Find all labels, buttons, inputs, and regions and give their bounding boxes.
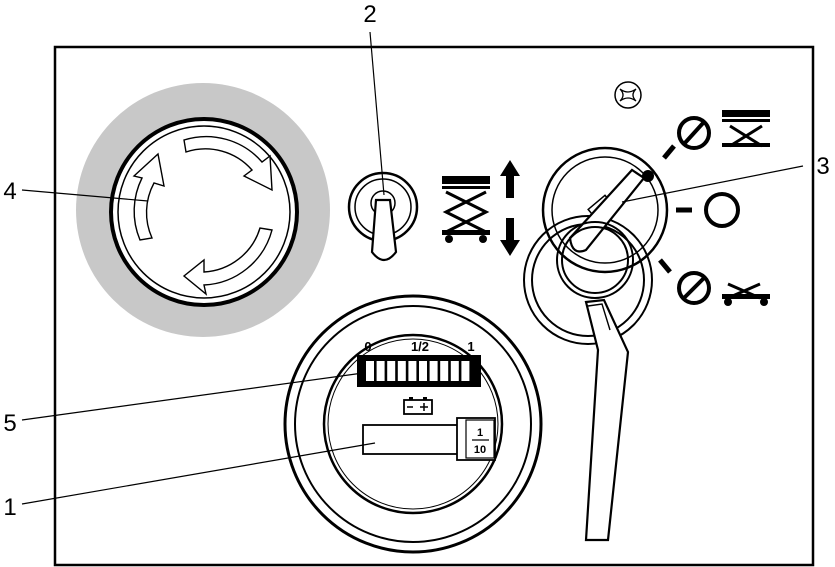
battery-segment [408,361,417,381]
battery-segment [397,361,406,381]
battery-segment [429,361,438,381]
emergency-stop-button[interactable] [76,83,330,337]
screw-head-icon [614,81,642,109]
battery-charge-segments [366,361,470,381]
scissor-lift-up-down-icon [442,160,520,256]
battery-segment [450,361,459,381]
hour-meter-tenths-denominator: 10 [474,444,486,456]
battery-segment [461,361,470,381]
key-position-drive-disabled-icon [658,258,770,306]
battery-segment [387,361,396,381]
battery-segment [440,361,449,381]
callout-2: 2 [363,1,376,28]
callout-1: 1 [3,494,16,521]
lift-drive-toggle-switch[interactable] [347,171,419,262]
battery-segment [419,361,427,381]
battery-gauge-hour-meter [283,294,543,554]
gauge-scale-label-empty: 0 [364,339,371,354]
callout-4: 4 [3,178,16,205]
callout-3: 3 [816,153,829,180]
hour-meter-display [362,424,460,455]
key-switch[interactable] [523,146,669,542]
battery-segment [376,361,385,381]
battery-segment [366,361,374,381]
hour-meter-tenths-numerator: 1 [477,427,483,439]
callout-5: 5 [3,410,16,437]
twist-release-arrows-icon [132,135,273,296]
battery-icon [403,397,433,415]
gauge-scale-label-half: 1/2 [411,339,429,354]
key-position-lift-disabled-icon [662,110,770,160]
callout-leader-lines [21,31,804,505]
key-position-off-icon [676,192,740,228]
gauge-scale-label-full: 1 [467,339,474,354]
